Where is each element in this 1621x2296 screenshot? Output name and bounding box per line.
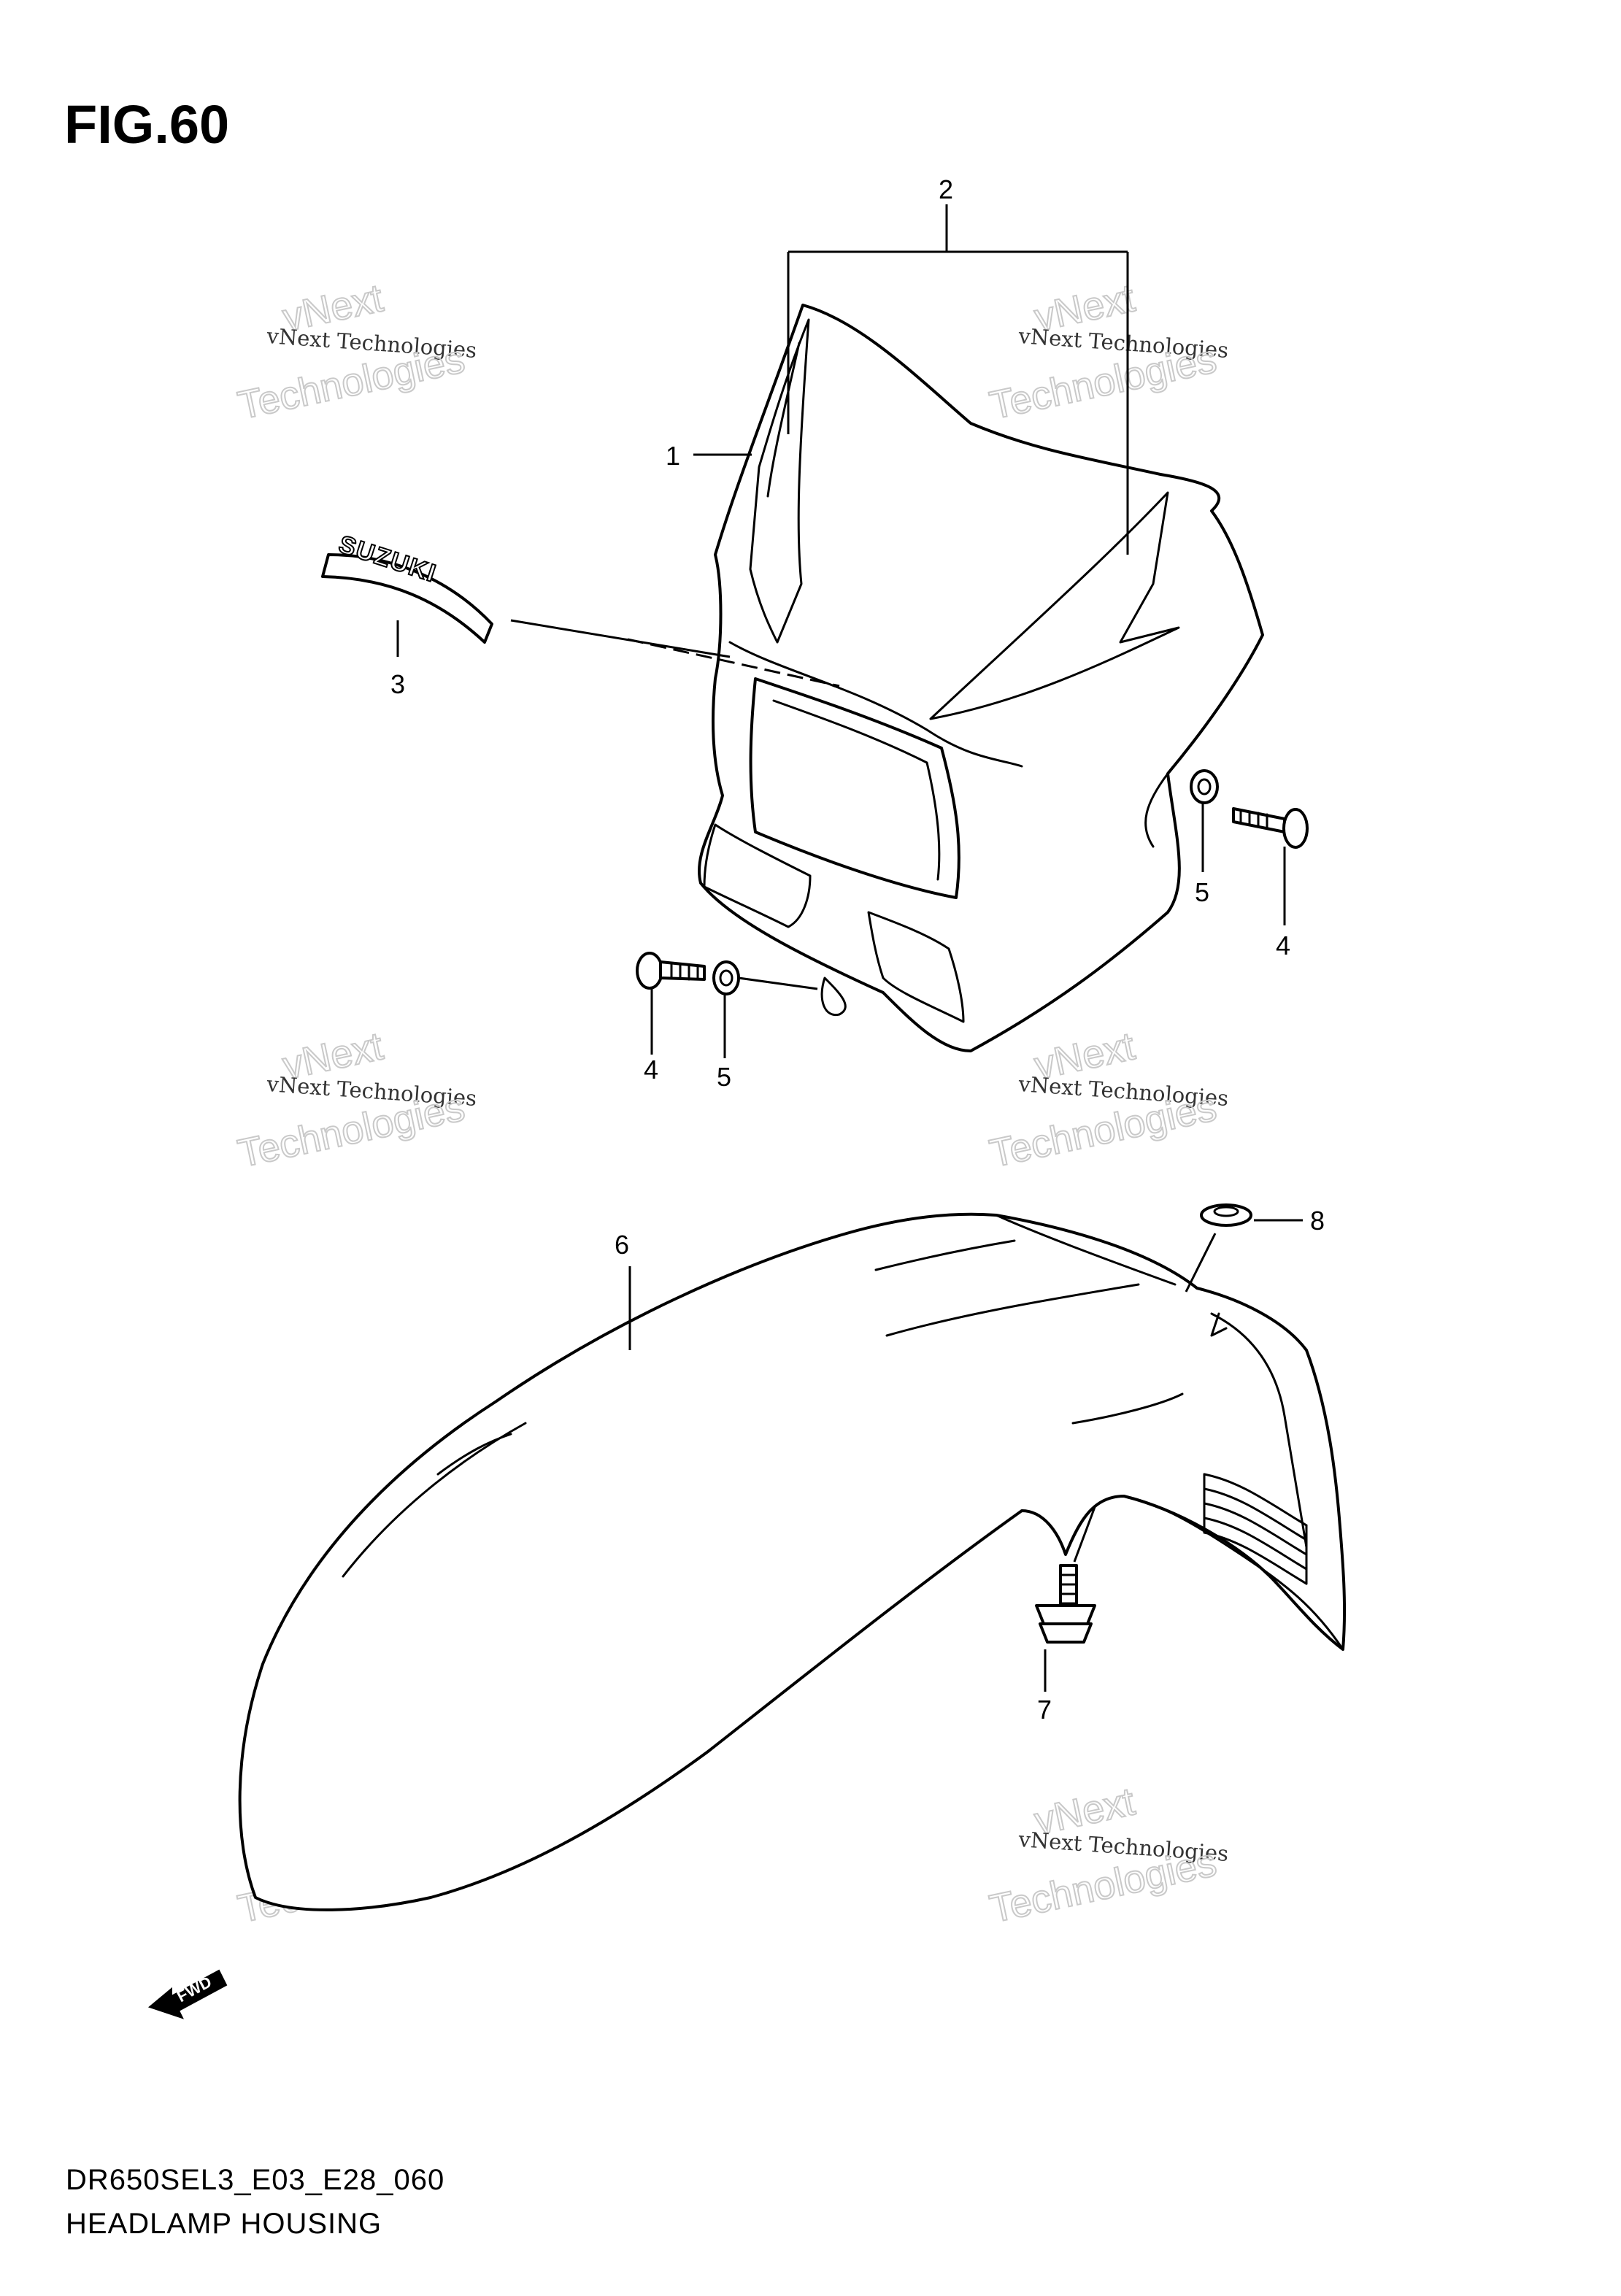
front-fender: [238, 1212, 1347, 1911]
watermark: vNext vNext Technologies Technologies: [985, 275, 1229, 428]
fender-groove-2: [885, 1283, 1140, 1337]
grommet-8: [1200, 1203, 1252, 1227]
fender-nose-notch: [1210, 1312, 1228, 1337]
leader-lines: [396, 204, 1303, 1692]
fender-outline: [238, 1212, 1347, 1911]
callout-7: 7: [1037, 1695, 1052, 1725]
drawing-code: DR650SEL3_E03_E28_060: [66, 2164, 444, 2196]
callout-1: 1: [666, 441, 680, 471]
left-stripe-decal: [749, 318, 810, 644]
headlamp-brow: [728, 641, 1023, 768]
callout-2: 2: [939, 174, 953, 204]
lower-vent-right: [867, 911, 965, 1023]
vent-slot: [1203, 1502, 1308, 1556]
bolt-thread: [1059, 1573, 1078, 1605]
lower-vent-left: [703, 823, 812, 928]
watermark: vNext vNext Technologies Technologies: [985, 1779, 1229, 1932]
callout-4-right: 4: [1276, 931, 1290, 960]
grommet-left: [712, 960, 740, 995]
vent-frame: [1203, 1473, 1308, 1585]
fwd-arrow-shape: [147, 1969, 228, 2019]
grommet-hole: [1197, 778, 1212, 795]
fender-vent: [1203, 1473, 1308, 1585]
watermark: vNext vNext Technologies Technologies: [234, 275, 477, 428]
callout-4-left: 4: [644, 1055, 658, 1085]
watermark: vNext vNext Technologies Technologies: [985, 1023, 1229, 1176]
bolt-right: [1232, 807, 1309, 849]
vent-slot: [1203, 1517, 1308, 1571]
lamp-opening-inner: [772, 699, 941, 881]
bolt-thread: [1239, 809, 1268, 829]
leader-3-dashed: [627, 638, 840, 687]
figure-title: FIG.60: [64, 94, 229, 155]
housing-chin: [820, 976, 847, 1017]
bolt-left: [636, 952, 706, 990]
vent-slot: [1203, 1487, 1308, 1541]
callout-5-left: 5: [717, 1062, 731, 1092]
grommet-outer: [712, 960, 740, 995]
lamp-opening: [749, 677, 960, 899]
bolt-head: [1039, 1622, 1093, 1644]
left-stripe-inner: [766, 342, 801, 498]
bolt-head: [1282, 808, 1309, 849]
fwd-arrow: FWD: [147, 1969, 228, 2019]
suzuki-emblem: SUZUKI: [321, 530, 493, 644]
fender-nose-panel: [1210, 1312, 1308, 1549]
bolt-head: [636, 952, 663, 990]
leader-8-link: [1185, 1233, 1217, 1293]
leader-3-arrow: [510, 619, 731, 658]
fender-underside: [1123, 1495, 1344, 1651]
headlamp-housing: [698, 304, 1264, 1052]
fender-top-ridge: [995, 1214, 1177, 1286]
fender-groove-3: [1071, 1392, 1184, 1425]
bolt-flange: [1035, 1604, 1096, 1625]
callouts: 2 1 3 5 4 4 5 6 7 8: [390, 174, 1325, 1725]
vent-slot: [1203, 1473, 1308, 1527]
right-arrow-decal: [929, 491, 1180, 720]
fender-groove-1: [874, 1239, 1016, 1271]
watermark: vNext vNext Technologies Technologies: [234, 1023, 477, 1176]
callout-8: 8: [1310, 1206, 1325, 1236]
leader-5b-link: [738, 976, 818, 990]
vent-slot: [1203, 1531, 1308, 1585]
leader-2: [787, 204, 1129, 555]
fender-left-highlight-2: [436, 1433, 512, 1476]
grommet-hole: [719, 969, 734, 987]
callout-5-right: 5: [1195, 877, 1209, 907]
bolt-7: [1035, 1564, 1096, 1644]
emblem-plate: [321, 553, 493, 644]
bolt-thread: [670, 962, 699, 981]
grommet-outer: [1190, 769, 1219, 804]
callout-3: 3: [390, 669, 405, 699]
grommet-hole: [1213, 1206, 1239, 1217]
side-tab-right: [1144, 772, 1169, 848]
callout-6: 6: [615, 1230, 629, 1260]
grommet-right: [1190, 769, 1219, 804]
diagram-caption: HEADLAMP HOUSING: [66, 2208, 382, 2240]
leader-7-link: [1073, 1506, 1096, 1563]
